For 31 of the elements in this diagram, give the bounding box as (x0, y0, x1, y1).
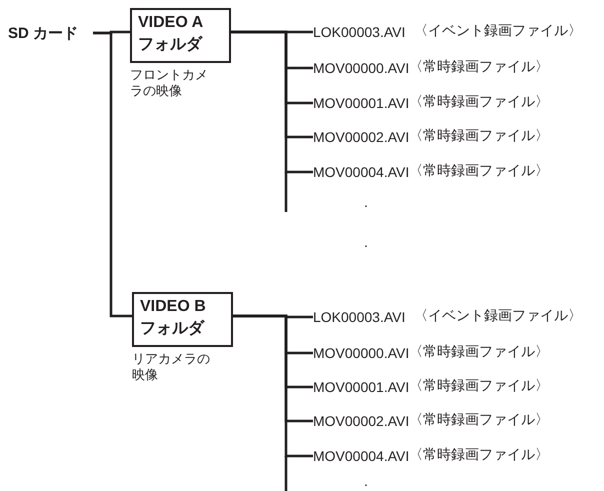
file-name: MOV00001.AVI (313, 378, 410, 396)
file-description: 〈イベント録画ファイル〉 (414, 306, 582, 324)
file-description: 〈常時録画ファイル〉 (409, 445, 549, 463)
connector (231, 30, 313, 174)
file-description: 〈常時録画ファイル〉 (409, 126, 549, 144)
folder-caption: リアカメラの映像 (132, 351, 211, 383)
file-description: 〈常時録画ファイル〉 (409, 161, 549, 179)
connector (93, 32, 132, 318)
file-description: 〈常時録画ファイル〉 (409, 92, 549, 110)
file-name: LOK00003.AVI (313, 308, 406, 326)
file-name: MOV00000.AVI (313, 59, 410, 77)
ellipsis-dot: . (364, 235, 368, 249)
file-name: MOV00004.AVI (313, 163, 410, 181)
file-name: MOV00004.AVI (313, 447, 410, 465)
file-description: 〈常時録画ファイル〉 (409, 376, 549, 394)
folder-box: VIDEO A フォルダ (130, 8, 231, 63)
file-name: MOV00000.AVI (313, 344, 410, 362)
file-name: MOV00001.AVI (313, 94, 410, 112)
connector (233, 314, 313, 458)
ellipsis-dot: . (364, 195, 368, 209)
file-name: LOK00003.AVI (313, 23, 406, 41)
file-description: 〈イベント録画ファイル〉 (414, 21, 582, 39)
file-description: 〈常時録画ファイル〉 (409, 410, 549, 428)
file-name: MOV00002.AVI (313, 128, 410, 146)
file-description: 〈常時録画ファイル〉 (409, 342, 549, 360)
ellipsis-dot: . (364, 474, 368, 488)
folder-box: VIDEO B フォルダ (132, 292, 233, 347)
folder-caption: フロントカメラの映像 (130, 67, 209, 99)
root-label: SD カード (8, 24, 78, 43)
file-name: MOV00002.AVI (313, 412, 410, 430)
file-description: 〈常時録画ファイル〉 (409, 57, 549, 75)
